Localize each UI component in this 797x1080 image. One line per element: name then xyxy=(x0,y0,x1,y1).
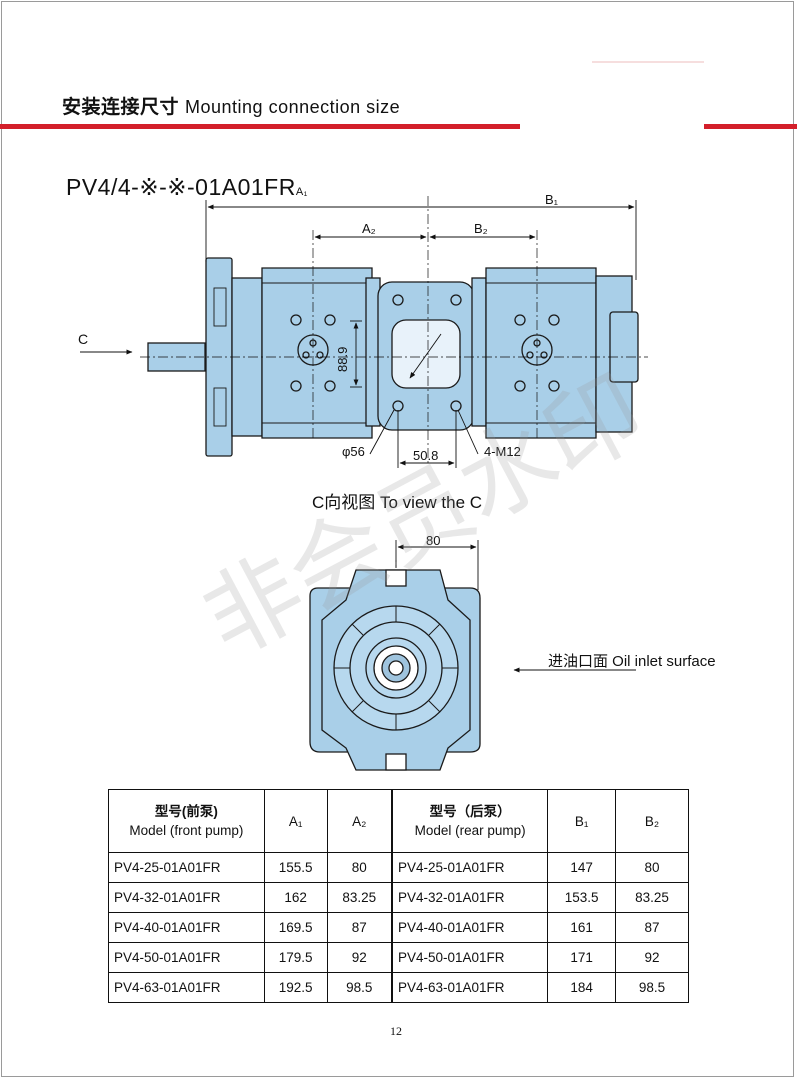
cell-front-model: PV4-63-01A01FR xyxy=(108,972,265,1003)
dim-4-m12: 4-M12 xyxy=(484,444,521,459)
cell-b1: 153.5 xyxy=(547,882,617,913)
dim-b1: B₁ xyxy=(545,192,559,207)
rear-adapter xyxy=(471,277,487,427)
cell-a1: 169.5 xyxy=(263,912,328,943)
cell-rear-model: PV4-63-01A01FR xyxy=(391,972,549,1003)
model-code: PV4/4-※-※-01A01FRA₁ xyxy=(66,174,308,201)
cell-b2: 80 xyxy=(615,852,689,883)
dim-b2: B₂ xyxy=(474,221,488,236)
table-row: PV4-25-01A01FR 155.5 80 PV4-25-01A01FR 1… xyxy=(108,852,689,883)
dimension-lines xyxy=(80,200,637,468)
cell-b2: 92 xyxy=(615,942,689,973)
table-row: PV4-40-01A01FR 169.5 87 PV4-40-01A01FR 1… xyxy=(108,912,689,943)
cell-a2: 87 xyxy=(326,912,393,943)
header-rear-en: Model (rear pump) xyxy=(414,823,526,838)
cell-front-model: PV4-40-01A01FR xyxy=(108,912,265,943)
dim-50-8: 50.8 xyxy=(413,448,438,463)
header-front-cn: 型号(前泵) xyxy=(154,804,218,819)
cell-a1: 179.5 xyxy=(263,942,328,973)
cell-b2: 98.5 xyxy=(615,972,689,1003)
cell-front-model: PV4-25-01A01FR xyxy=(108,852,265,883)
center-port-opening xyxy=(391,319,461,389)
page-number: 12 xyxy=(390,1024,402,1038)
red-header-rule-left xyxy=(0,124,520,129)
cell-b1: 147 xyxy=(547,852,617,883)
section-title-en: Mounting connection size xyxy=(185,97,401,117)
header-a2: A₂ xyxy=(326,789,393,853)
cell-b2: 87 xyxy=(615,912,689,943)
table-row: PV4-63-01A01FR 192.5 98.5 PV4-63-01A01FR… xyxy=(108,972,689,1003)
cell-b2: 83.25 xyxy=(615,882,689,913)
dim-88-9: 88.9 xyxy=(335,347,350,372)
cell-b1: 184 xyxy=(547,972,617,1003)
model-code-sub: A₁ xyxy=(295,186,308,198)
cell-a1: 192.5 xyxy=(263,972,328,1003)
rear-cap xyxy=(609,311,639,383)
header-front-en: Model (front pump) xyxy=(129,823,244,838)
dimension-table: 型号(前泵) Model (front pump) A₁ A₂ 型号（后泵） M… xyxy=(108,789,689,1003)
c-view-title: C向视图 To view the C xyxy=(312,493,483,512)
cell-rear-model: PV4-25-01A01FR xyxy=(391,852,549,883)
table-row: PV4-32-01A01FR 162 83.25 PV4-32-01A01FR … xyxy=(108,882,689,913)
header-a1: A₁ xyxy=(263,789,328,853)
faint-top-rule xyxy=(592,61,704,63)
cell-rear-model: PV4-50-01A01FR xyxy=(391,942,549,973)
header-b1: B₁ xyxy=(547,789,617,853)
header-rear-cn: 型号（后泵） xyxy=(429,804,511,819)
cell-a1: 155.5 xyxy=(263,852,328,883)
cell-front-model: PV4-50-01A01FR xyxy=(108,942,265,973)
cell-a1: 162 xyxy=(263,882,328,913)
cell-a2: 80 xyxy=(326,852,393,883)
table-row: PV4-50-01A01FR 179.5 92 PV4-50-01A01FR 1… xyxy=(108,942,689,973)
cell-a2: 98.5 xyxy=(326,972,393,1003)
oil-inlet-label: 进油口面 Oil inlet surface xyxy=(548,653,716,670)
dimension-labels: B₁ A₂ B₂ C 88.9 φ56 50.8 4-M12 80 xyxy=(78,192,559,548)
dim-c-arrow: C xyxy=(78,331,88,347)
cell-b1: 171 xyxy=(547,942,617,973)
red-header-rule-right xyxy=(704,124,797,129)
section-title-cn: 安装连接尺寸 xyxy=(62,97,180,118)
cell-a2: 92 xyxy=(326,942,393,973)
dim-phi56: φ56 xyxy=(342,444,365,459)
cell-rear-model: PV4-32-01A01FR xyxy=(391,882,549,913)
cell-rear-model: PV4-40-01A01FR xyxy=(391,912,549,943)
model-code-main: PV4/4-※-※-01A01FR xyxy=(66,174,296,200)
c-view-pump xyxy=(309,569,481,771)
dim-a2: A₂ xyxy=(362,221,376,236)
header-rear-model: 型号（后泵） Model (rear pump) xyxy=(391,789,549,853)
header-front-model: 型号(前泵) Model (front pump) xyxy=(108,789,265,853)
header-b2: B₂ xyxy=(615,789,689,853)
cell-a2: 83.25 xyxy=(326,882,393,913)
dim-80: 80 xyxy=(426,533,440,548)
cell-b1: 161 xyxy=(547,912,617,943)
c-view-dimensions xyxy=(395,540,636,673)
cell-front-model: PV4-32-01A01FR xyxy=(108,882,265,913)
table-header-row: 型号(前泵) Model (front pump) A₁ A₂ 型号（后泵） M… xyxy=(108,789,689,853)
